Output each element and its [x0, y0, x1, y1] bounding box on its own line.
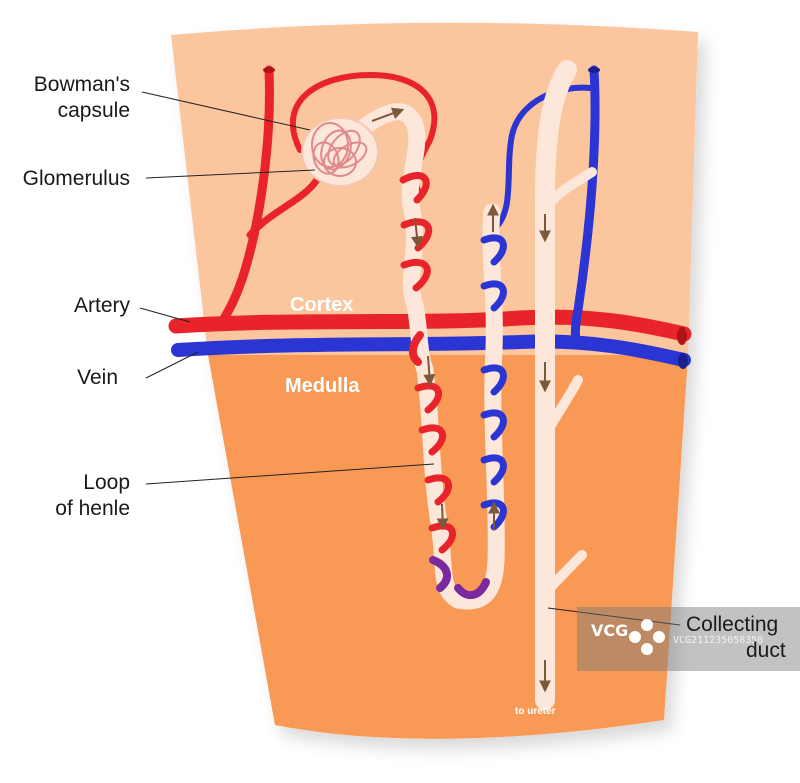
watermark-code: VCG211235058350 — [673, 635, 764, 646]
leader-glomerulus — [145, 169, 316, 179]
label-collecting-2: duct — [746, 639, 786, 662]
vein-ascending — [570, 65, 600, 347]
duct-branch-3 — [543, 550, 587, 595]
arteriole-top — [263, 67, 275, 73]
watermark: VCG VCG211235058350 — [577, 607, 800, 671]
red-wrap-1 — [399, 172, 430, 204]
blue-wrap-4 — [480, 409, 507, 441]
leader-collecting — [547, 607, 681, 626]
blue-wrap-5 — [480, 454, 507, 486]
label-vein: Vein — [77, 366, 118, 389]
leader-artery — [139, 307, 191, 323]
leader-bowmans — [141, 91, 311, 131]
blue-wrap-1 — [480, 234, 507, 266]
purple-tip-2 — [454, 578, 490, 600]
red-wrap-6 — [424, 474, 453, 506]
leader-lines — [139, 91, 681, 626]
connecting-vessel — [409, 331, 424, 366]
vein-top — [588, 67, 600, 73]
leader-vein — [145, 351, 199, 379]
flow-arrows — [371, 107, 551, 693]
glomerulus-tuft — [311, 122, 368, 177]
label-glomerulus: Glomerulus — [22, 167, 130, 190]
arrow-proximal — [411, 217, 423, 249]
leader-loop — [145, 463, 435, 485]
watermark-flower-icon — [629, 619, 665, 655]
arrow-capsule-out — [371, 107, 405, 122]
label-loop-2: of henle — [55, 497, 130, 520]
artery-end — [677, 327, 687, 345]
duct-branch-2 — [543, 375, 583, 435]
watermark-logo: VCG — [591, 621, 629, 640]
label-medulla: Medulla — [285, 375, 360, 397]
bowmans-capsule — [301, 117, 379, 187]
afferent-arteriole — [217, 65, 274, 327]
purple-tip-1 — [429, 556, 451, 592]
arrow-descending-2 — [436, 503, 449, 531]
red-wrap-5 — [418, 424, 447, 456]
label-collecting-1: Collecting — [686, 613, 779, 636]
blue-wrap-3 — [480, 364, 507, 396]
duct-branch-1 — [543, 167, 597, 210]
label-loop-1: Loop — [83, 471, 130, 494]
label-to-ureter: to ureter — [515, 706, 556, 717]
label-bowmans-1: Bowman's — [33, 73, 130, 96]
red-wrap-4 — [414, 382, 443, 414]
label-bowmans-2: capsule — [57, 99, 130, 122]
label-cortex: Cortex — [290, 294, 354, 316]
red-wrap-3 — [400, 258, 431, 292]
arrow-descending-1 — [423, 355, 436, 387]
afferent-branch — [246, 174, 322, 239]
blue-wrap-2 — [480, 280, 507, 312]
collecting-duct — [535, 60, 577, 710]
label-artery: Artery — [73, 294, 130, 317]
cortex-region — [171, 22, 698, 356]
vein-end — [678, 353, 688, 369]
